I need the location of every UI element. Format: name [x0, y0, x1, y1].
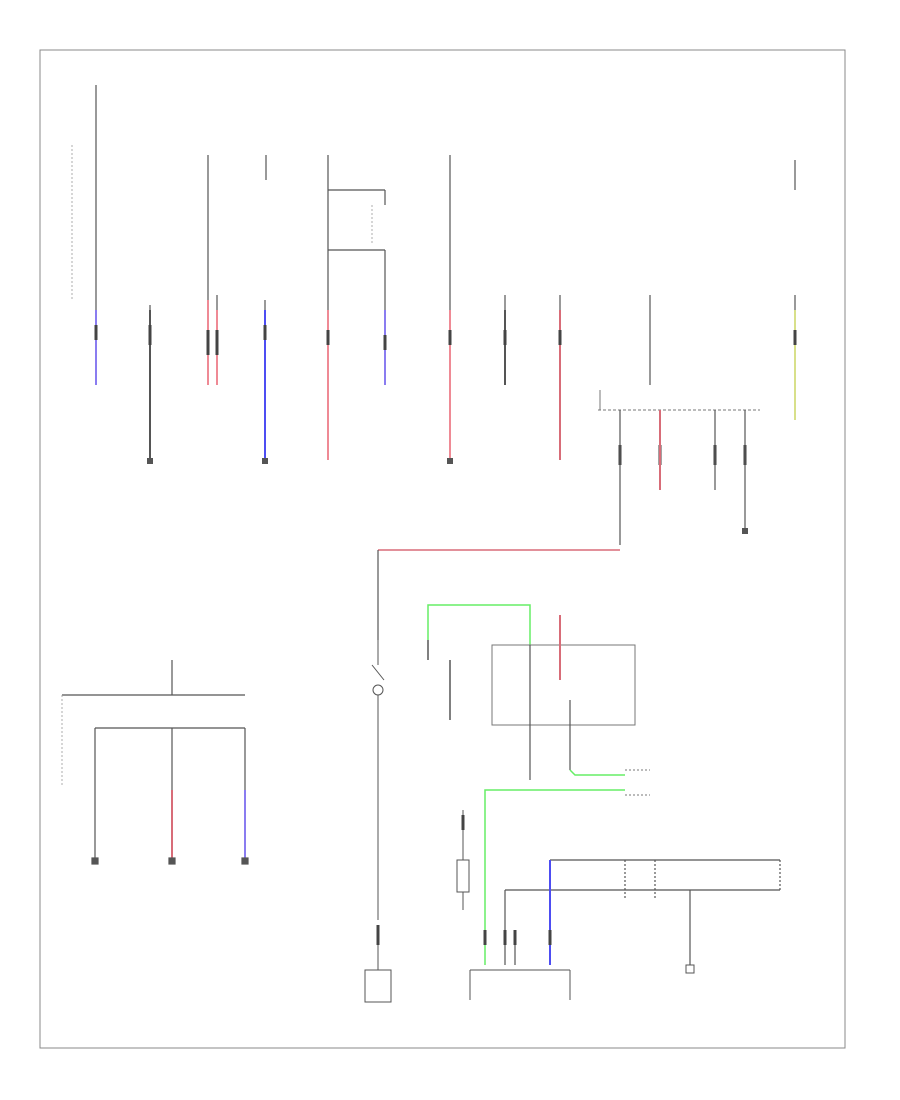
ground-stubs-top: [147, 458, 453, 464]
shield-lines: [71, 145, 373, 300]
control-module: [491, 615, 636, 780]
lower-right-buses: [504, 859, 781, 965]
connector-hatches: [94, 325, 797, 465]
green-loop: [427, 604, 531, 720]
top-feeds: [95, 85, 796, 385]
lower-left-section: [61, 660, 249, 865]
mid-red-feed: [377, 549, 620, 640]
green-feeds: [484, 769, 650, 965]
connector-ticks-lower: [376, 815, 552, 945]
bottom-connector: [456, 810, 695, 1000]
diagram-border: [39, 49, 846, 1049]
right-bus: [598, 390, 760, 545]
ignition-switch: [364, 640, 392, 1003]
connector-segments: [95, 300, 796, 460]
